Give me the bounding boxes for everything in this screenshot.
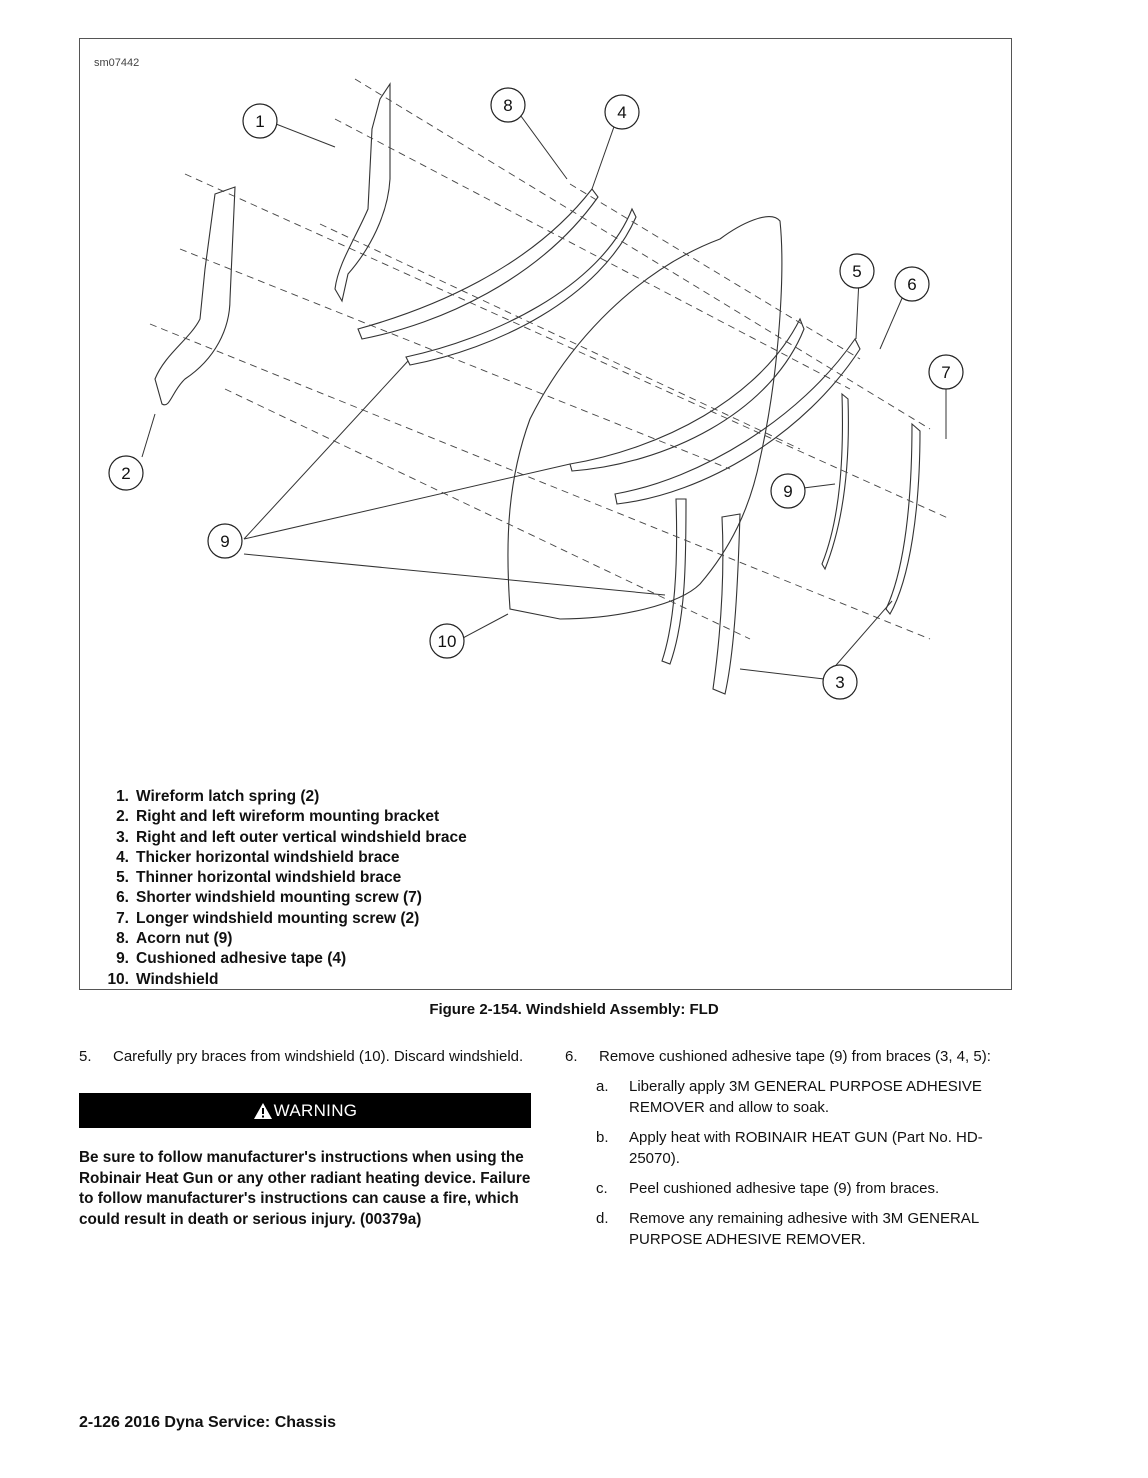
callout-9-left: 9 <box>207 523 243 559</box>
callout-1: 1 <box>242 103 278 139</box>
svg-text:9: 9 <box>220 532 229 551</box>
callout-10: 10 <box>429 623 465 659</box>
callout-5: 5 <box>839 253 875 289</box>
callout-4: 4 <box>604 94 640 130</box>
svg-text:1: 1 <box>255 112 264 131</box>
legend-item: 7.Longer windshield mounting screw (2) <box>116 909 420 927</box>
figure-id: sm07442 <box>94 57 140 69</box>
step-5: 5.Carefully pry braces from windshield (… <box>79 1048 524 1065</box>
legend-item: 6.Shorter windshield mounting screw (7) <box>116 889 422 907</box>
svg-text:3: 3 <box>835 673 844 692</box>
warning-text: Be sure to follow manufacturer's instruc… <box>79 1149 531 1228</box>
legend-item: 9.Cushioned adhesive tape (4) <box>116 950 347 968</box>
warning-triangle-icon <box>253 1102 272 1119</box>
exploded-diagram: 1 2 3 4 5 6 7 8 9 9 10 <box>108 78 964 700</box>
warning-banner: WARNING <box>79 1093 531 1128</box>
warning-label: WARNING <box>273 1101 358 1120</box>
figure-legend: 1.Wireform latch spring (2) 2.Right and … <box>102 787 467 990</box>
thick-brace-right <box>614 337 861 505</box>
legend-item: 4.Thicker horizontal windshield brace <box>116 848 400 866</box>
thin-brace-right <box>569 317 805 472</box>
legend-item: 1.Wireform latch spring (2) <box>116 788 320 805</box>
legend-item: 10.Windshield <box>107 970 219 988</box>
legend-item: 3.Right and left outer vertical windshie… <box>116 828 467 846</box>
vertical-brace-left <box>661 498 687 665</box>
left-column: 5.Carefully pry braces from windshield (… <box>79 1046 531 1230</box>
substep-d: d.Remove any remaining adhesive with 3M … <box>596 1210 979 1248</box>
svg-text:10: 10 <box>438 632 457 651</box>
svg-text:9: 9 <box>783 482 792 501</box>
callout-2: 2 <box>108 455 144 491</box>
page-footer: 2-126 2016 Dyna Service: Chassis <box>79 1414 337 1431</box>
svg-text:5: 5 <box>852 262 861 281</box>
svg-text:8: 8 <box>503 96 512 115</box>
substep-c: c.Peel cushioned adhesive tape (9) from … <box>596 1180 940 1197</box>
right-bracket-shape <box>334 82 391 303</box>
outer-brace-right <box>885 422 921 615</box>
substep-b: b.Apply heat with ROBINAIR HEAT GUN (Par… <box>596 1129 983 1167</box>
vertical-brace-right <box>712 513 741 695</box>
thin-brace-left <box>405 207 637 366</box>
callout-8: 8 <box>490 87 526 123</box>
windshield-shape <box>507 216 783 620</box>
outer-brace-center <box>821 392 849 571</box>
figure-caption: Figure 2-154. Windshield Assembly: FLD <box>429 1001 719 1018</box>
step-6: 6.Remove cushioned adhesive tape (9) fro… <box>565 1048 991 1065</box>
legend-item: 8.Acorn nut (9) <box>116 930 233 948</box>
svg-text:2: 2 <box>121 464 130 483</box>
left-bracket-shape <box>154 186 236 406</box>
svg-text:6: 6 <box>907 275 916 294</box>
legend-item: 5.Thinner horizontal windshield brace <box>116 869 402 887</box>
svg-text:4: 4 <box>617 103 626 122</box>
thick-brace-left <box>357 188 599 340</box>
callout-6: 6 <box>894 266 930 302</box>
callout-3: 3 <box>822 664 858 700</box>
callout-7: 7 <box>928 354 964 390</box>
substep-a: a.Liberally apply 3M GENERAL PURPOSE ADH… <box>596 1078 982 1116</box>
figure-frame: sm07442 <box>79 38 1012 990</box>
legend-item: 2.Right and left wireform mounting brack… <box>116 808 440 826</box>
svg-text:7: 7 <box>941 363 950 382</box>
right-column: 6.Remove cushioned adhesive tape (9) fro… <box>565 1046 1015 1250</box>
callout-9-right: 9 <box>770 473 806 509</box>
